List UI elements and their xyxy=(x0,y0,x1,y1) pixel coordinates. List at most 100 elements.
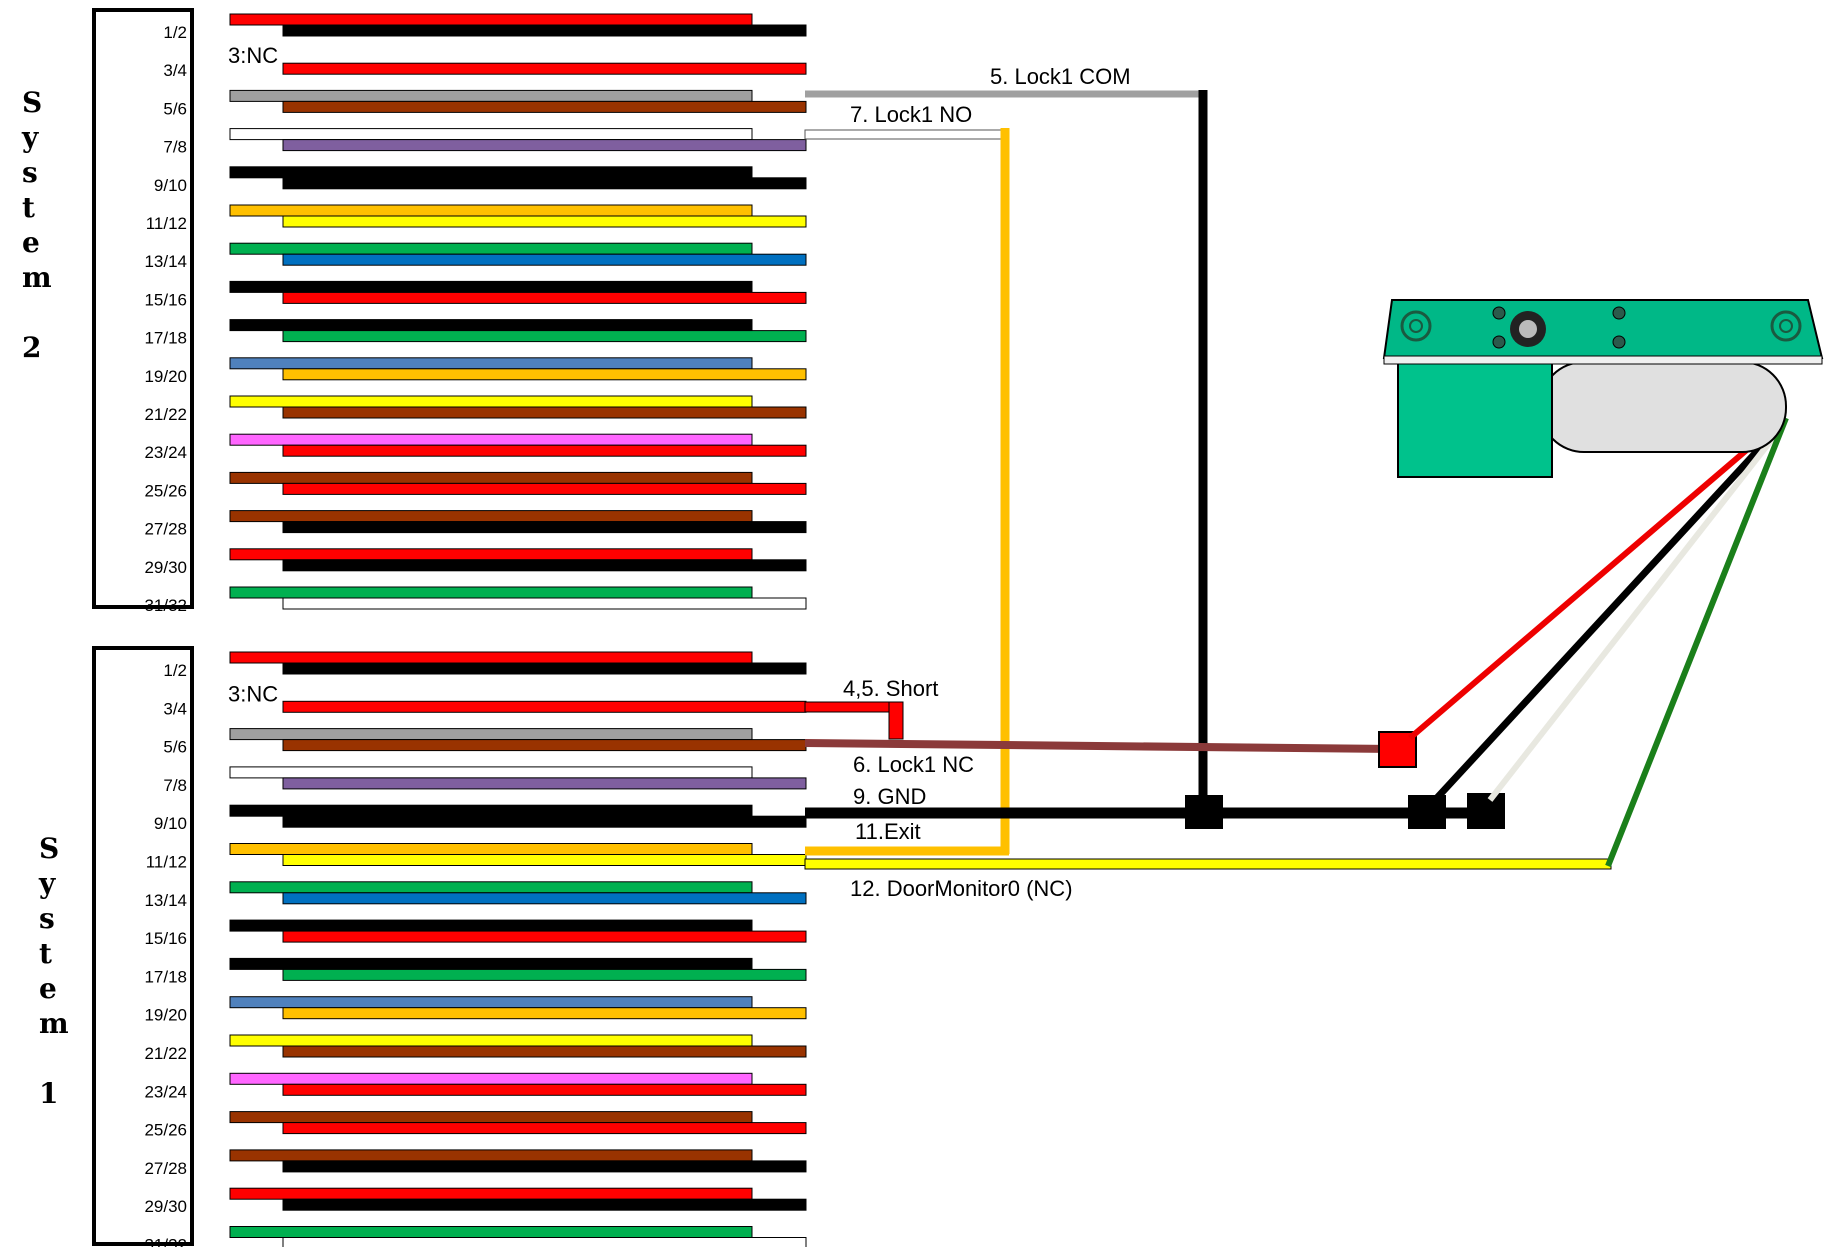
wire-odd xyxy=(229,128,753,141)
electric-strike-lock xyxy=(1382,299,1824,478)
wire-even xyxy=(282,700,807,713)
connection-labels: 5. Lock1 COM 7. Lock1 NO 4,5. Short 6. L… xyxy=(843,64,1131,901)
lock-white-lead xyxy=(1487,422,1787,802)
wire-odd xyxy=(229,1187,753,1200)
door-monitor-wire xyxy=(804,858,1612,870)
pin-label: 27/28 xyxy=(144,520,187,539)
wire-even xyxy=(282,815,807,828)
wire-odd xyxy=(229,433,753,446)
pin-label: 9/10 xyxy=(154,176,187,195)
pin-note: 3:NC xyxy=(228,681,278,706)
pin-label: 1/2 xyxy=(163,661,187,680)
system1-pin-rows: 1/23/43:NC5/67/89/1011/1213/1415/1617/18… xyxy=(144,651,807,1247)
wire-even xyxy=(282,559,807,572)
wire-odd xyxy=(229,1072,753,1085)
lock-body-top-edge xyxy=(1383,355,1823,365)
wire-odd xyxy=(229,1034,753,1047)
wire-odd xyxy=(229,1149,753,1162)
pin-label: 7/8 xyxy=(163,138,187,157)
system-title-letter: s xyxy=(39,902,55,935)
wire-even xyxy=(282,1198,807,1211)
wire-odd xyxy=(229,242,753,255)
wire-even xyxy=(282,739,807,752)
system2-pin-rows: 1/23/43:NC5/67/89/1011/1213/1415/1617/18… xyxy=(144,13,807,615)
wire-odd xyxy=(229,804,753,817)
door-monitor-label: 12. DoorMonitor0 (NC) xyxy=(850,876,1073,901)
wire-odd xyxy=(229,280,753,293)
pin-label: 19/20 xyxy=(144,367,187,386)
pin-label: 13/14 xyxy=(144,891,187,910)
system-title-letter: S xyxy=(22,86,42,119)
pin-label: 9/10 xyxy=(154,814,187,833)
lock1-nc-wire xyxy=(804,739,1396,753)
wire-even xyxy=(282,368,807,381)
lock-screw-hole-right-inner xyxy=(1779,319,1793,333)
pin-label: 25/26 xyxy=(144,481,187,500)
pin-label: 11/12 xyxy=(146,214,187,233)
wire-odd xyxy=(229,919,753,932)
wire-even xyxy=(282,597,807,610)
lock-small-screw-3 xyxy=(1612,306,1626,320)
pin-label: 19/20 xyxy=(144,1006,187,1025)
pin-label: 29/30 xyxy=(144,558,187,577)
wire-even xyxy=(282,777,807,790)
wire-even xyxy=(282,253,807,266)
pin-label: 15/16 xyxy=(144,290,187,309)
wire-even xyxy=(282,1122,807,1135)
wire-odd xyxy=(229,766,753,779)
wire-even xyxy=(282,100,807,113)
wire-odd xyxy=(229,204,753,217)
system-title-letter: 2 xyxy=(22,331,41,364)
pin-label: 11/12 xyxy=(146,853,187,872)
short-label: 4,5. Short xyxy=(843,676,938,701)
lock1-no-label: 7. Lock1 NO xyxy=(850,102,972,127)
connection-wires xyxy=(804,90,1789,870)
system-title-letter: y xyxy=(21,121,39,154)
pin-label: 21/22 xyxy=(144,405,187,424)
lock1-nc-label: 6. Lock1 NC xyxy=(853,752,974,777)
pin-label: 1/2 xyxy=(163,23,187,42)
wire-even xyxy=(282,24,807,37)
gnd-terminal-block-2 xyxy=(1408,795,1446,829)
system-title-letter: s xyxy=(22,156,38,189)
pin-label: 25/26 xyxy=(144,1121,187,1140)
system-title-letter: 1 xyxy=(39,1077,58,1110)
system2-connector-frame xyxy=(92,8,194,609)
wire-even xyxy=(282,892,807,905)
system-title-letter: y xyxy=(38,867,56,900)
pin-label: 17/18 xyxy=(144,967,187,986)
wire-even xyxy=(282,662,807,675)
pin-label: 3/4 xyxy=(163,699,187,718)
wire-even xyxy=(282,1045,807,1058)
wire-odd xyxy=(229,89,753,102)
system-title-letter: e xyxy=(39,972,57,1005)
pin-label: 31/32 xyxy=(144,1236,187,1247)
lock-small-screw-2 xyxy=(1492,335,1506,349)
gnd-terminal-block-3 xyxy=(1467,793,1505,829)
wire-odd xyxy=(229,13,753,26)
pin-label: 21/22 xyxy=(144,1044,187,1063)
system-title-letter: S xyxy=(39,832,59,865)
system-title-letter: m xyxy=(22,261,52,294)
lock1-no-horizontal-wire xyxy=(804,129,1006,140)
wire-odd xyxy=(229,728,753,741)
wire-odd xyxy=(229,651,753,664)
wire-even xyxy=(282,1007,807,1020)
lock-faceplate xyxy=(1382,299,1824,359)
wire-even xyxy=(282,330,807,343)
lock-small-screw-4 xyxy=(1612,335,1626,349)
wire-odd xyxy=(229,319,753,332)
wire-even xyxy=(282,139,807,152)
wire-odd xyxy=(229,395,753,408)
wire-even xyxy=(282,1237,807,1247)
pin-label: 7/8 xyxy=(163,776,187,795)
wire-even xyxy=(282,62,807,75)
pin-label: 5/6 xyxy=(163,738,187,757)
wire-even xyxy=(282,968,807,981)
short-jumper-wire xyxy=(804,701,902,713)
system-title-letter: e xyxy=(22,226,40,259)
gnd-terminal-block-1 xyxy=(1185,795,1223,829)
